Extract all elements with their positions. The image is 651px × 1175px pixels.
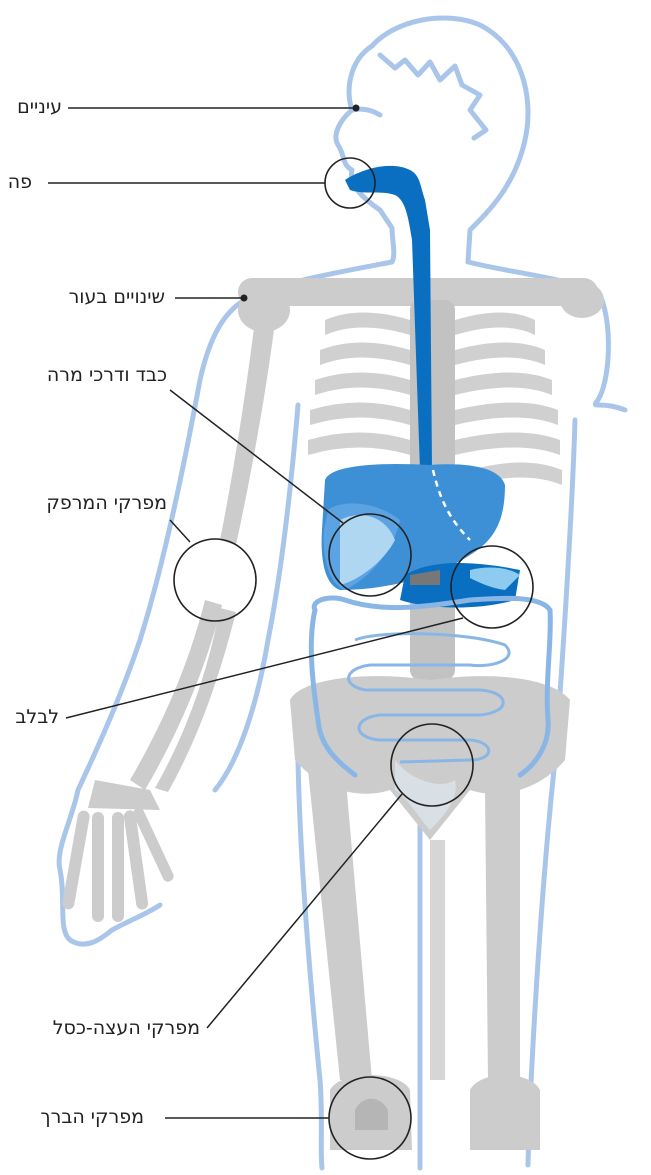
label-hip: מפרקי העצה-כסל (53, 1019, 200, 1038)
label-liver: כבד ודרכי מרה (47, 366, 167, 385)
label-pancreas: לבלב (15, 708, 59, 727)
label-eyes: עיניים (17, 98, 62, 117)
leader-lines (48, 108, 463, 1118)
label-mouth: פה (8, 173, 32, 192)
label-elbow: מפרקי המרפק (46, 494, 167, 513)
label-skin: שינויים בעור (69, 288, 165, 307)
label-knee: מפרקי הברך (40, 1108, 144, 1127)
